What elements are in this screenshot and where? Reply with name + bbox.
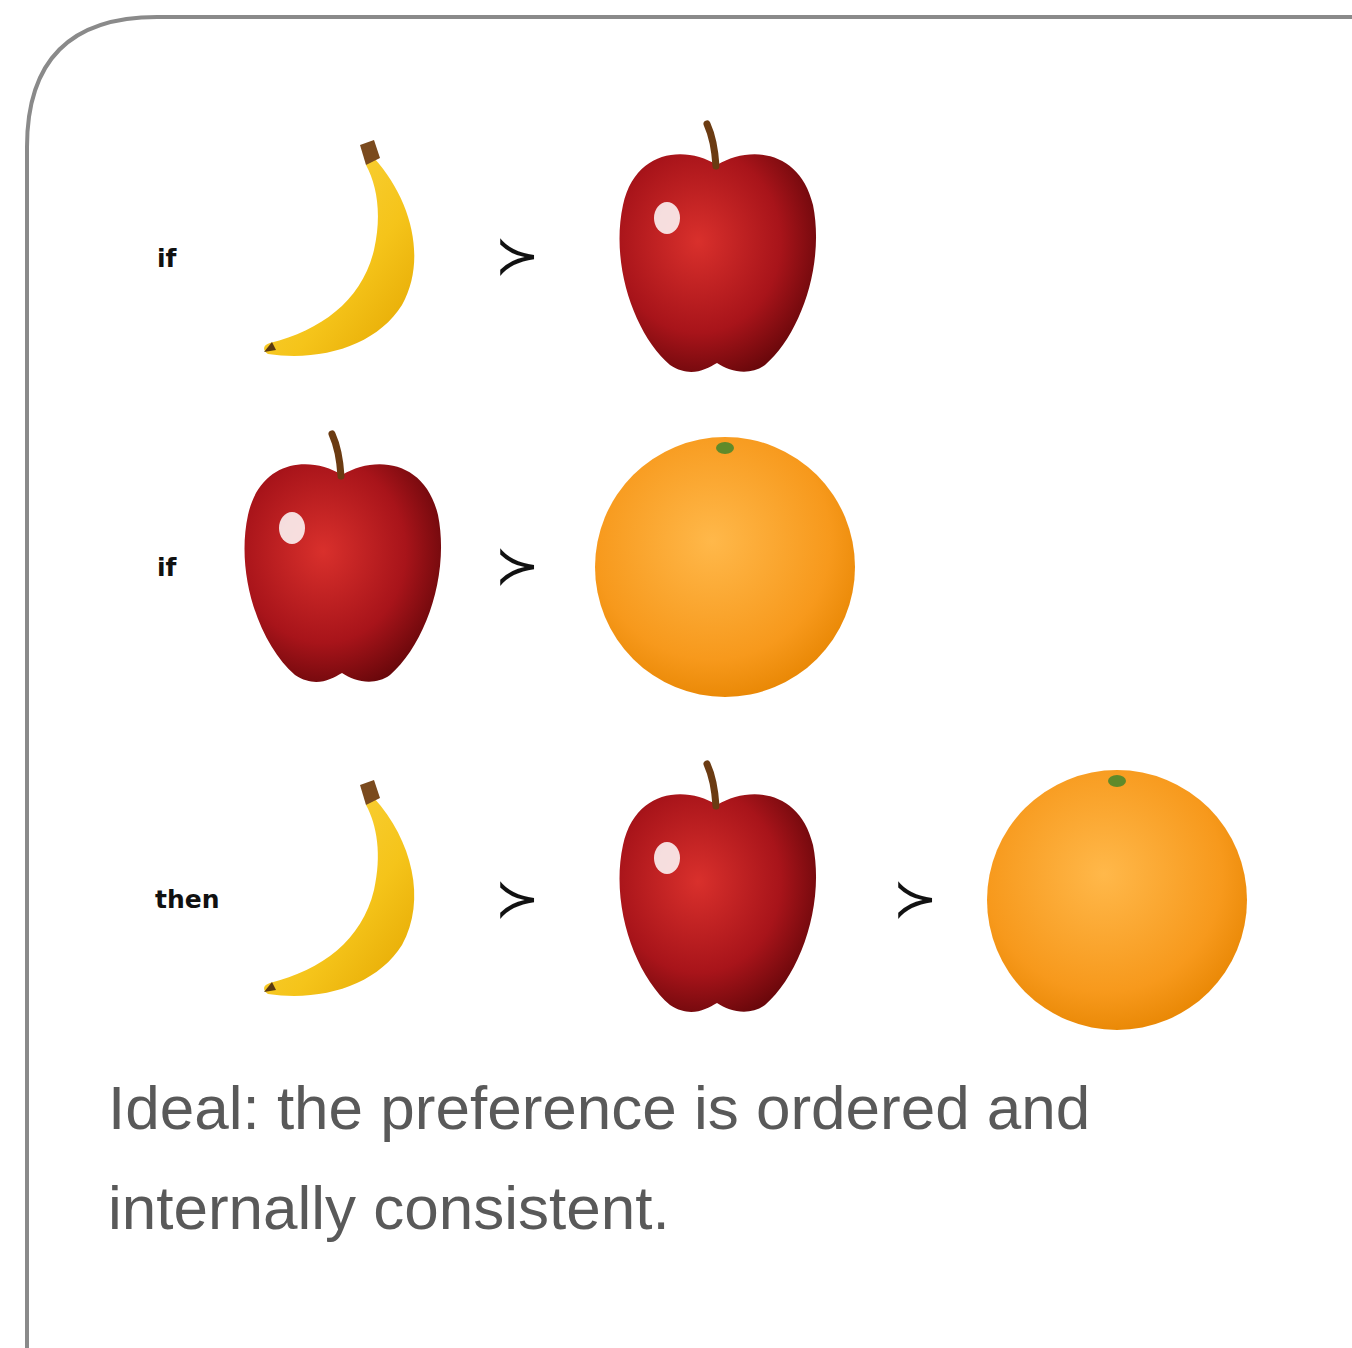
- caption-text: Ideal: the preference is ordered and int…: [108, 1058, 1344, 1258]
- preference-symbol: ≻: [494, 229, 539, 283]
- preference-symbol: ≻: [494, 539, 539, 593]
- condition-word: if: [157, 244, 176, 273]
- apple-picture: [245, 434, 442, 682]
- orange-picture: [987, 770, 1247, 1030]
- condition-word: then: [155, 885, 220, 914]
- apple-picture: [620, 764, 817, 1012]
- panel-border: [27, 17, 1352, 1348]
- banana-picture: [264, 140, 414, 356]
- banana-picture: [264, 780, 414, 996]
- preference-symbol: ≻: [494, 872, 539, 926]
- preference-symbol: ≻: [892, 872, 937, 926]
- condition-word: if: [157, 553, 176, 582]
- apple-picture: [620, 124, 817, 372]
- orange-picture: [595, 437, 855, 697]
